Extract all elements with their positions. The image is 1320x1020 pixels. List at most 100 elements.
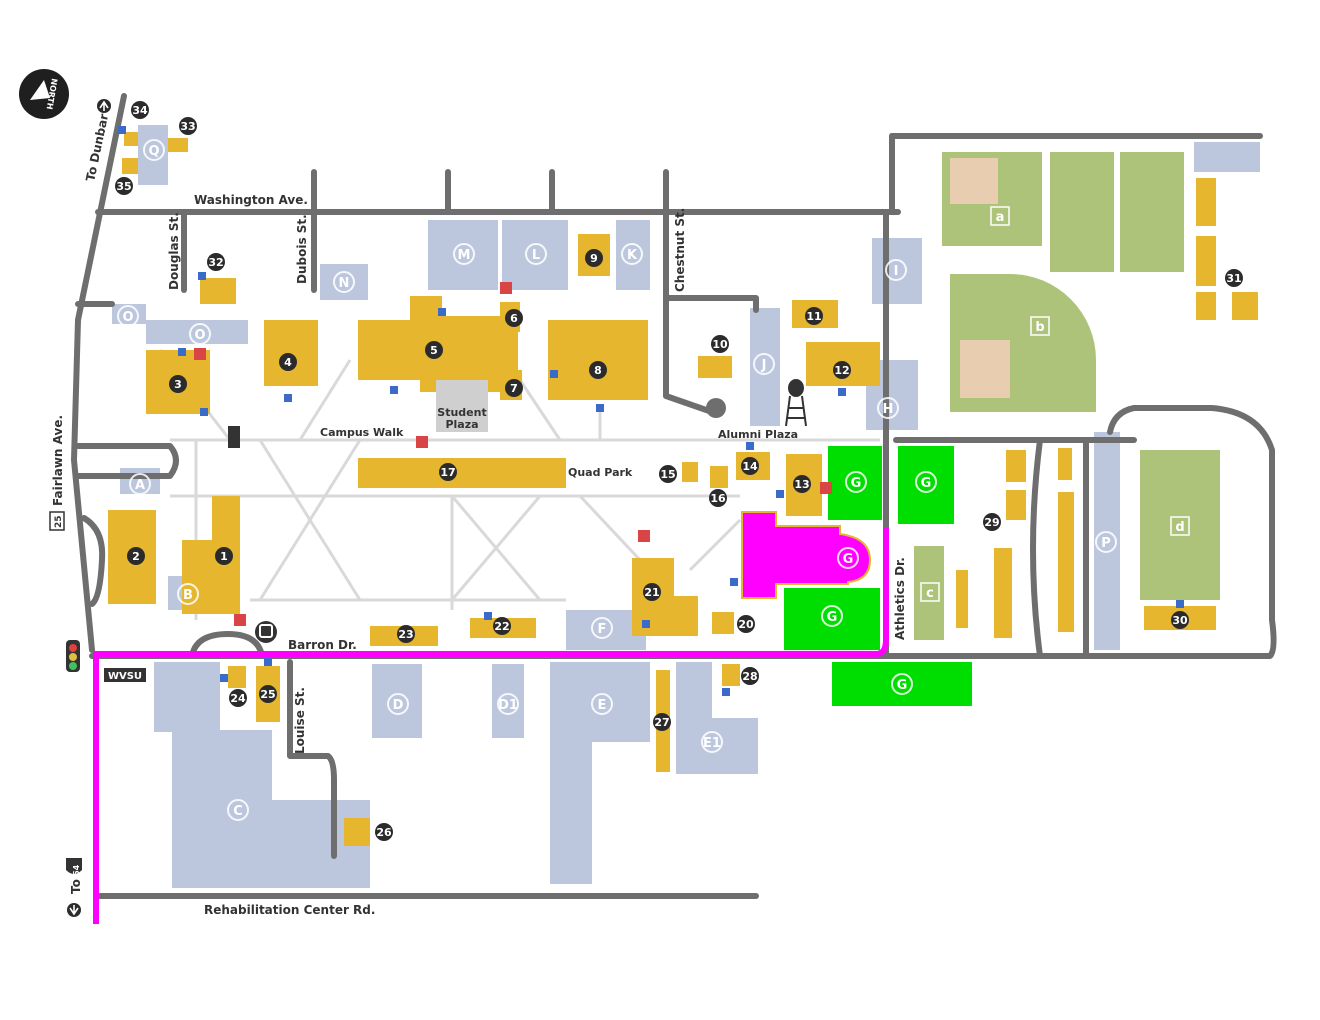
parking-marker-f[interactable] xyxy=(591,617,613,639)
building-marker-12[interactable] xyxy=(833,361,851,379)
building-marker-21[interactable] xyxy=(643,583,661,601)
building-marker-26[interactable] xyxy=(375,823,393,841)
parking-marker-o[interactable] xyxy=(117,305,139,327)
building-31-d[interactable] xyxy=(1232,292,1258,320)
highlight-parking-g3[interactable] xyxy=(784,588,880,650)
building-35-block[interactable] xyxy=(122,158,138,174)
parking-marker-o[interactable] xyxy=(189,323,211,345)
parking-lot-e[interactable] xyxy=(550,662,650,884)
building-marker-3[interactable] xyxy=(169,375,187,393)
parking-marker-l[interactable] xyxy=(525,243,547,265)
building-marker-28[interactable] xyxy=(741,667,759,685)
building-marker-32[interactable] xyxy=(207,253,225,271)
parking-marker-h[interactable] xyxy=(877,397,899,419)
parking-lot-d[interactable] xyxy=(372,664,422,738)
parking-marker-e[interactable] xyxy=(591,693,613,715)
practice-field-2[interactable] xyxy=(1120,152,1184,272)
building-marker-24[interactable] xyxy=(229,689,247,707)
building-31-a[interactable] xyxy=(1196,178,1216,226)
parking-marker-g[interactable] xyxy=(915,471,937,493)
building-29-d[interactable] xyxy=(1058,448,1072,480)
highlight-parking-g1[interactable] xyxy=(828,446,882,520)
building-marker-6[interactable] xyxy=(505,309,523,327)
building-marker-8[interactable] xyxy=(589,361,607,379)
building-29-f[interactable] xyxy=(956,570,968,628)
building-28-block[interactable] xyxy=(722,664,740,686)
building-21-block[interactable] xyxy=(632,558,698,636)
building-31-c[interactable] xyxy=(1196,292,1216,320)
building-marker-30[interactable] xyxy=(1171,611,1189,629)
parking-marker-a[interactable] xyxy=(129,473,151,495)
building-marker-17[interactable] xyxy=(439,463,457,481)
building-marker-10[interactable] xyxy=(711,335,729,353)
building-29-e[interactable] xyxy=(1058,492,1074,632)
parking-lot-l[interactable] xyxy=(502,220,568,290)
building-marker-11[interactable] xyxy=(805,307,823,325)
highlight-parking-g4[interactable] xyxy=(832,662,972,706)
parking-marker-g[interactable] xyxy=(821,605,843,627)
field-marker-b[interactable] xyxy=(1030,316,1050,336)
parking-lot-n[interactable] xyxy=(320,264,368,300)
building-marker-25[interactable] xyxy=(259,685,277,703)
parking-lot-m[interactable] xyxy=(428,220,498,290)
building-32-block[interactable] xyxy=(200,278,236,304)
building-20-block[interactable] xyxy=(712,612,734,634)
parking-marker-c[interactable] xyxy=(227,799,249,821)
building-29-b[interactable] xyxy=(1006,490,1026,520)
parking-lot-c[interactable] xyxy=(154,662,370,888)
building-marker-16[interactable] xyxy=(709,489,727,507)
parking-marker-g[interactable] xyxy=(845,471,867,493)
building-marker-13[interactable] xyxy=(793,475,811,493)
building-4-block[interactable] xyxy=(264,320,318,386)
building-marker-23[interactable] xyxy=(397,625,415,643)
building-marker-4[interactable] xyxy=(279,353,297,371)
parking-marker-i[interactable] xyxy=(885,259,907,281)
building-marker-1[interactable] xyxy=(215,547,233,565)
parking-marker-k[interactable] xyxy=(621,243,643,265)
building-29-a[interactable] xyxy=(1006,450,1026,482)
highlighted-destination-building[interactable] xyxy=(741,511,872,599)
parking-marker-d1[interactable] xyxy=(497,693,519,715)
building-marker-9[interactable] xyxy=(585,249,603,267)
student-plaza[interactable] xyxy=(436,380,488,432)
building-marker-31[interactable] xyxy=(1225,269,1243,287)
field-marker-d[interactable] xyxy=(1170,516,1190,536)
field-marker-c[interactable] xyxy=(920,582,940,602)
parking-marker-j[interactable] xyxy=(753,353,775,375)
parking-lot-ne[interactable] xyxy=(1194,142,1260,172)
parking-marker-b[interactable] xyxy=(177,583,199,605)
building-16-block[interactable] xyxy=(682,462,698,482)
building-15-block[interactable] xyxy=(710,466,728,488)
highlight-parking-g2[interactable] xyxy=(898,446,954,524)
building-26-block[interactable] xyxy=(344,818,370,846)
building-marker-35[interactable] xyxy=(115,177,133,195)
building-marker-15[interactable] xyxy=(659,465,677,483)
building-marker-27[interactable] xyxy=(653,713,671,731)
building-marker-20[interactable] xyxy=(737,615,755,633)
parking-marker-g[interactable] xyxy=(837,547,859,569)
building-marker-33[interactable] xyxy=(179,117,197,135)
parking-marker-q[interactable] xyxy=(143,139,165,161)
building-marker-29[interactable] xyxy=(983,513,1001,531)
building-marker-2[interactable] xyxy=(127,547,145,565)
building-8-block[interactable] xyxy=(548,320,648,400)
parking-lot-a[interactable] xyxy=(120,468,160,494)
parking-marker-e1[interactable] xyxy=(701,731,723,753)
building-marker-7[interactable] xyxy=(505,379,523,397)
building-33-block[interactable] xyxy=(168,138,188,152)
building-10-block[interactable] xyxy=(698,356,732,378)
building-17-block[interactable] xyxy=(358,458,566,488)
parking-lot-e1[interactable] xyxy=(676,662,758,774)
building-marker-5[interactable] xyxy=(425,341,443,359)
building-marker-34[interactable] xyxy=(131,101,149,119)
parking-lot-d1[interactable] xyxy=(492,664,524,738)
parking-marker-m[interactable] xyxy=(453,243,475,265)
practice-field[interactable] xyxy=(1050,152,1114,272)
building-34-block[interactable] xyxy=(124,132,138,146)
building-marker-14[interactable] xyxy=(741,457,759,475)
building-marker-22[interactable] xyxy=(493,617,511,635)
field-marker-a[interactable] xyxy=(990,206,1010,226)
parking-marker-p[interactable] xyxy=(1095,531,1117,553)
building-1-block[interactable] xyxy=(182,496,240,614)
parking-marker-g[interactable] xyxy=(891,673,913,695)
